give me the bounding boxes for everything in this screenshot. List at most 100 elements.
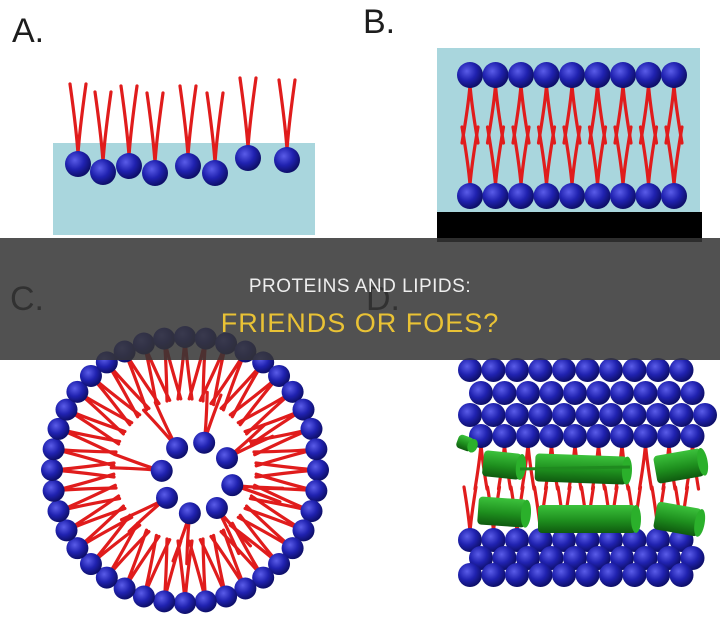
lipid-head: [635, 183, 662, 209]
lipid-head: [657, 546, 681, 570]
lipid-head: [47, 500, 70, 523]
lipid-head: [669, 403, 694, 427]
lipid-head: [132, 585, 155, 608]
lipid-head: [575, 563, 600, 587]
lipid-head: [539, 424, 564, 448]
lipid-tail: [205, 91, 225, 165]
lipid-head: [47, 417, 70, 440]
lipid-head: [533, 183, 560, 209]
lipid-head: [482, 183, 509, 209]
lipid-head: [552, 563, 576, 587]
lipid-head: [680, 381, 705, 405]
lipid-head: [657, 381, 681, 405]
panel-b-supported-bilayer: [437, 48, 702, 242]
lipid-head: [194, 590, 217, 613]
lipid-head: [563, 546, 587, 570]
lipid-head: [552, 403, 576, 427]
lipid-head: [505, 528, 529, 552]
lipid-head: [657, 424, 681, 448]
lipid-head: [516, 424, 540, 448]
lipid-head: [586, 424, 611, 448]
lipid-head: [482, 62, 509, 88]
lipid-head: [528, 528, 553, 552]
lipid-head: [505, 403, 529, 427]
lipid-head: [274, 147, 300, 173]
lipid-tail: [638, 125, 659, 187]
lipid-head: [113, 577, 136, 600]
lipid-tail: [664, 125, 684, 187]
lipid-head: [216, 447, 239, 470]
lipid-head: [481, 403, 506, 427]
lipid-head: [584, 62, 611, 88]
lipid-tail: [119, 84, 139, 158]
lipid-head: [155, 486, 178, 509]
lipid-head: [150, 459, 173, 482]
lipid-head: [178, 502, 201, 525]
lipid-head: [281, 537, 304, 560]
title-banner: PROTEINS AND LIPIDS: FRIENDS OR FOES?: [0, 238, 720, 360]
lipid-head: [307, 459, 329, 481]
lipid-head: [458, 358, 482, 382]
lipid-tail: [587, 125, 608, 187]
lipid-head: [610, 381, 634, 405]
lipid-head: [90, 159, 116, 185]
lipid-head: [481, 563, 506, 587]
lipid-head: [65, 151, 91, 177]
lipid-head: [79, 364, 102, 387]
lipid-head: [563, 381, 587, 405]
lipid-head: [235, 145, 261, 171]
lipid-head: [559, 62, 585, 88]
lipid-head: [528, 563, 553, 587]
lipid-head: [680, 546, 705, 570]
lipid-head: [622, 563, 647, 587]
lipid-head: [505, 358, 529, 382]
lipid-head: [680, 424, 705, 448]
lipid-head: [292, 398, 315, 421]
lipid-head: [508, 62, 534, 88]
lipid-head: [481, 528, 506, 552]
protein-helix: [482, 450, 527, 480]
lipid-head: [205, 497, 228, 520]
lipid-head: [252, 566, 275, 589]
lipid-head: [55, 519, 78, 542]
protein-helix: [653, 448, 709, 484]
lipid-head: [95, 566, 118, 589]
lipid-head: [575, 358, 600, 382]
lipid-head: [552, 358, 576, 382]
lipid-head: [492, 546, 517, 570]
banner-title: PROTEINS AND LIPIDS:: [248, 276, 472, 297]
lipid-head: [633, 381, 658, 405]
lipid-head: [174, 592, 196, 614]
lipid-head: [646, 563, 670, 587]
lipid-head: [575, 403, 600, 427]
lipid-head: [646, 403, 670, 427]
lipid-head: [516, 381, 540, 405]
lipid-head: [533, 62, 560, 88]
lipid-head: [693, 403, 717, 427]
protein-helix: [653, 501, 706, 537]
panel-a-monolayer: [53, 76, 315, 235]
lipid-head: [599, 563, 623, 587]
lipid-head: [153, 590, 176, 613]
protein-linker: [519, 465, 631, 471]
lipid-head: [234, 577, 257, 600]
lipid-tail: [462, 485, 478, 534]
lipid-head: [175, 153, 201, 179]
lipid-tail: [68, 82, 88, 156]
lipid-head: [539, 546, 564, 570]
lipid-tail: [637, 442, 654, 491]
lipid-tail: [460, 125, 480, 187]
lipid-tail: [93, 90, 113, 164]
lipid-head: [481, 358, 506, 382]
lipid-head: [469, 381, 493, 405]
lipid-head: [528, 358, 553, 382]
lipid-head: [458, 528, 482, 552]
lipid-head: [193, 431, 216, 454]
lipid-head: [516, 546, 540, 570]
lipid-head: [457, 183, 483, 209]
lipid-head: [539, 381, 564, 405]
lipid-head: [221, 474, 244, 497]
lipid-head: [292, 519, 315, 542]
lipid-tail: [178, 84, 198, 158]
lipid-head: [508, 183, 534, 209]
